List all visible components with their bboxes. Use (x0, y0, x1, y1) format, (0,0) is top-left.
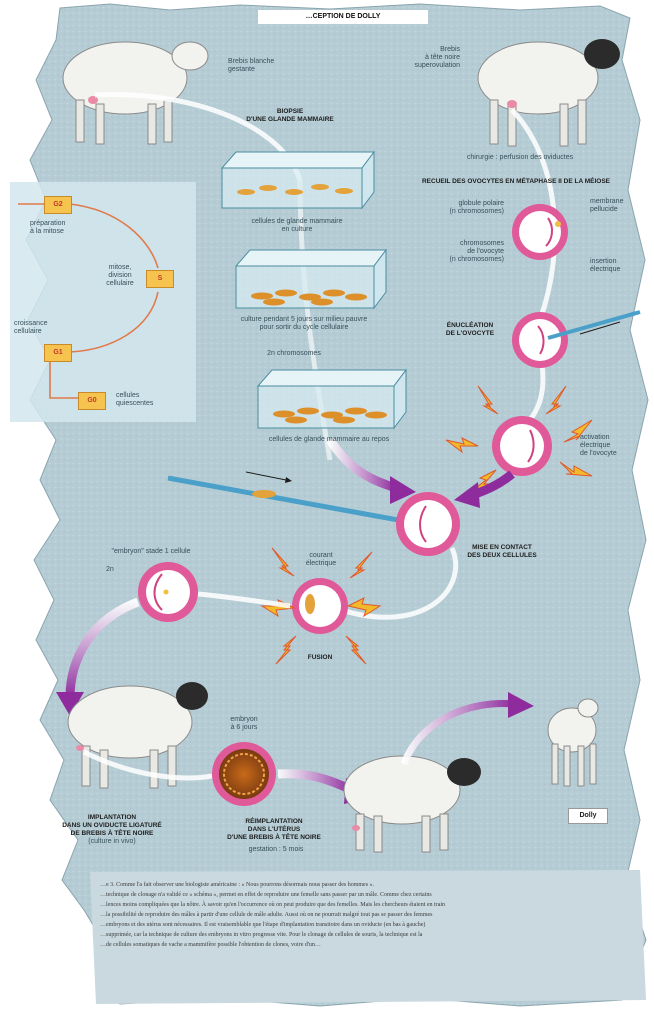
oocyte-metaphase (512, 204, 568, 260)
caption-line-2: …technique de clonage n'a validé ce « sc… (100, 890, 648, 900)
culture-dish-3 (258, 370, 406, 428)
enucleation-label: ÉNUCLÉATION DE L'OVOCYTE (440, 322, 500, 338)
membrane-label: membrane pellucide (590, 198, 634, 214)
embryo-six-days (212, 742, 276, 806)
activation-label: activation électrique de l'ovocyte (580, 434, 632, 458)
phase-g0: G0 (78, 392, 106, 410)
biopsy-label: BIOPSIE D'UNE GLANDE MAMMAIRE (245, 108, 335, 124)
caption-line-5: …embryons et des utérus sont nécessaires… (100, 920, 648, 930)
implantation-label: IMPLANTATION DANS UN OVIDUCTE LIGATURÉ D… (52, 814, 172, 838)
implantation-sub-label: (culture in vivo) (62, 838, 162, 846)
dish2-label: culture pendant 5 jours sur milieu pauvr… (214, 316, 394, 332)
phase-s: S (146, 270, 174, 288)
contact-label: MISE EN CONTACT DES DEUX CELLULES (462, 544, 542, 560)
caption-line-1: …e 3. Comme l'a fait observer une biolog… (100, 880, 648, 890)
caption: …e 3. Comme l'a fait observer une biolog… (100, 880, 648, 950)
courant-label: courant électrique (296, 552, 346, 568)
recueil-label: RECUEIL DES OVOCYTES EN MÉTAPHASE II DE … (398, 178, 634, 186)
white-sheep-label: Brebis blanche gestante (228, 58, 298, 74)
diagram-title: …CEPTION DE DOLLY (258, 10, 428, 24)
two-n-label: 2n (106, 566, 126, 574)
chirurgie-label: chirurgie : perfusion des oviductes (420, 154, 620, 162)
mitose-label: mitose, division cellulaire (96, 264, 144, 288)
phase-g2: G2 (44, 196, 72, 214)
croissance-label: croissance cellulaire (14, 320, 66, 336)
cell-cycle-panel (10, 182, 196, 422)
culture-dish-1 (222, 152, 374, 208)
gestation-label: gestation : 5 mois (236, 846, 316, 854)
embryo-six-label: embryon à 6 jours (214, 716, 274, 732)
caption-line-4: …la possibilité de reproduire des mâles … (100, 910, 648, 920)
prep-mitose-label: préparation à la mitose (30, 220, 90, 236)
insertion-label: insertion électrique (590, 258, 634, 274)
one-cell-embryo (138, 562, 198, 622)
fusion-label: FUSION (298, 654, 342, 662)
reimplant-label: RÉIMPLANTATION DANS L'UTÉRUS D'UNE BREBI… (206, 818, 342, 842)
embryon-stade-label: "embryon" stade 1 cellule (96, 548, 206, 556)
culture-dish-2 (236, 250, 386, 308)
phase-g1: G1 (44, 344, 72, 362)
dolly-label: Dolly (568, 808, 608, 824)
contact-cell (396, 492, 460, 556)
globule-polaire-label: globule polaire (n chromosomes) (432, 200, 504, 216)
black-sheep-label: Brebis à tête noire superovulation (398, 46, 460, 70)
dish3-label: cellules de glande mammaire au repos (234, 436, 424, 444)
caption-line-7: …de cellules somatiques de vache a mammi… (100, 940, 648, 950)
caption-line-3: …lences moins compliquées que la nôtre. … (100, 900, 648, 910)
dish1-label: cellules de glande mammaire en culture (222, 218, 372, 234)
quiescentes-label: cellules quiescentes (116, 392, 176, 408)
dish2-chromosomes-label: 2n chromosomes (254, 350, 334, 358)
ovocyte-chromosomes-label: chromosomes de l'ovocyte (n chromosomes) (432, 240, 504, 264)
caption-line-6: …supprimée, car la technique de culture … (100, 930, 648, 940)
